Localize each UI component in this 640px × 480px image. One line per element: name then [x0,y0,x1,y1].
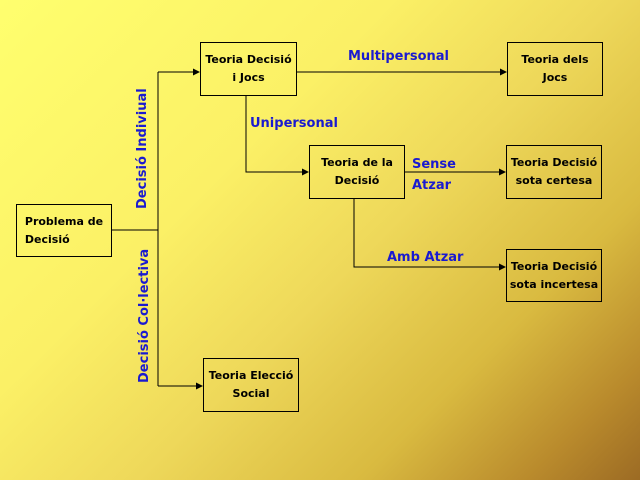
teoria-dels-jocs-box: Teoria dels Jocs [507,42,603,96]
teoria-eleccio-social-box: Teoria Elecció Social [203,358,299,412]
teoria-de-la-decisio-box: Teoria de la Decisió [309,145,405,199]
amb-atzar-label: Amb Atzar [387,250,464,265]
arrow-unipersonal [245,96,309,176]
teoria-decisio-sota-certesa-label: Teoria Decisió sota certesa [510,156,598,187]
decisio-individual-label: Decisió Indiviual [135,88,150,209]
sense-label: Sense [412,157,456,172]
teoria-decisio-sota-incertesa-label: Teoria Decisió sota incertesa [509,259,599,291]
teoria-de-la-decisio-label: Teoria de la Decisió [321,156,393,187]
teoria-decisio-jocs-label: Teoria Decisió i Jocs [205,53,292,84]
problema-de-decisio-label: Problema de Decisió [24,214,104,246]
multipersonal-label: Multipersonal [348,49,450,64]
atzar-label: Atzar [412,178,452,193]
teoria-decisio-jocs-box: Teoria Decisió i Jocs [200,42,297,96]
teoria-decisio-sota-certesa-box: Teoria Decisió sota certesa [506,145,602,199]
decisio-collectiva-label: Decisió Col·lectiva [137,248,152,383]
problema-de-decisio-box: Problema de Decisió [16,204,112,257]
teoria-decisio-sota-incertesa-box: Teoria Decisió sota incertesa [506,249,602,302]
teoria-eleccio-social-label: Teoria Elecció Social [208,369,294,400]
arrow-amb-atzar [353,199,506,271]
unipersonal-label: Unipersonal [250,116,338,131]
teoria-dels-jocs-label: Teoria dels Jocs [521,53,589,84]
